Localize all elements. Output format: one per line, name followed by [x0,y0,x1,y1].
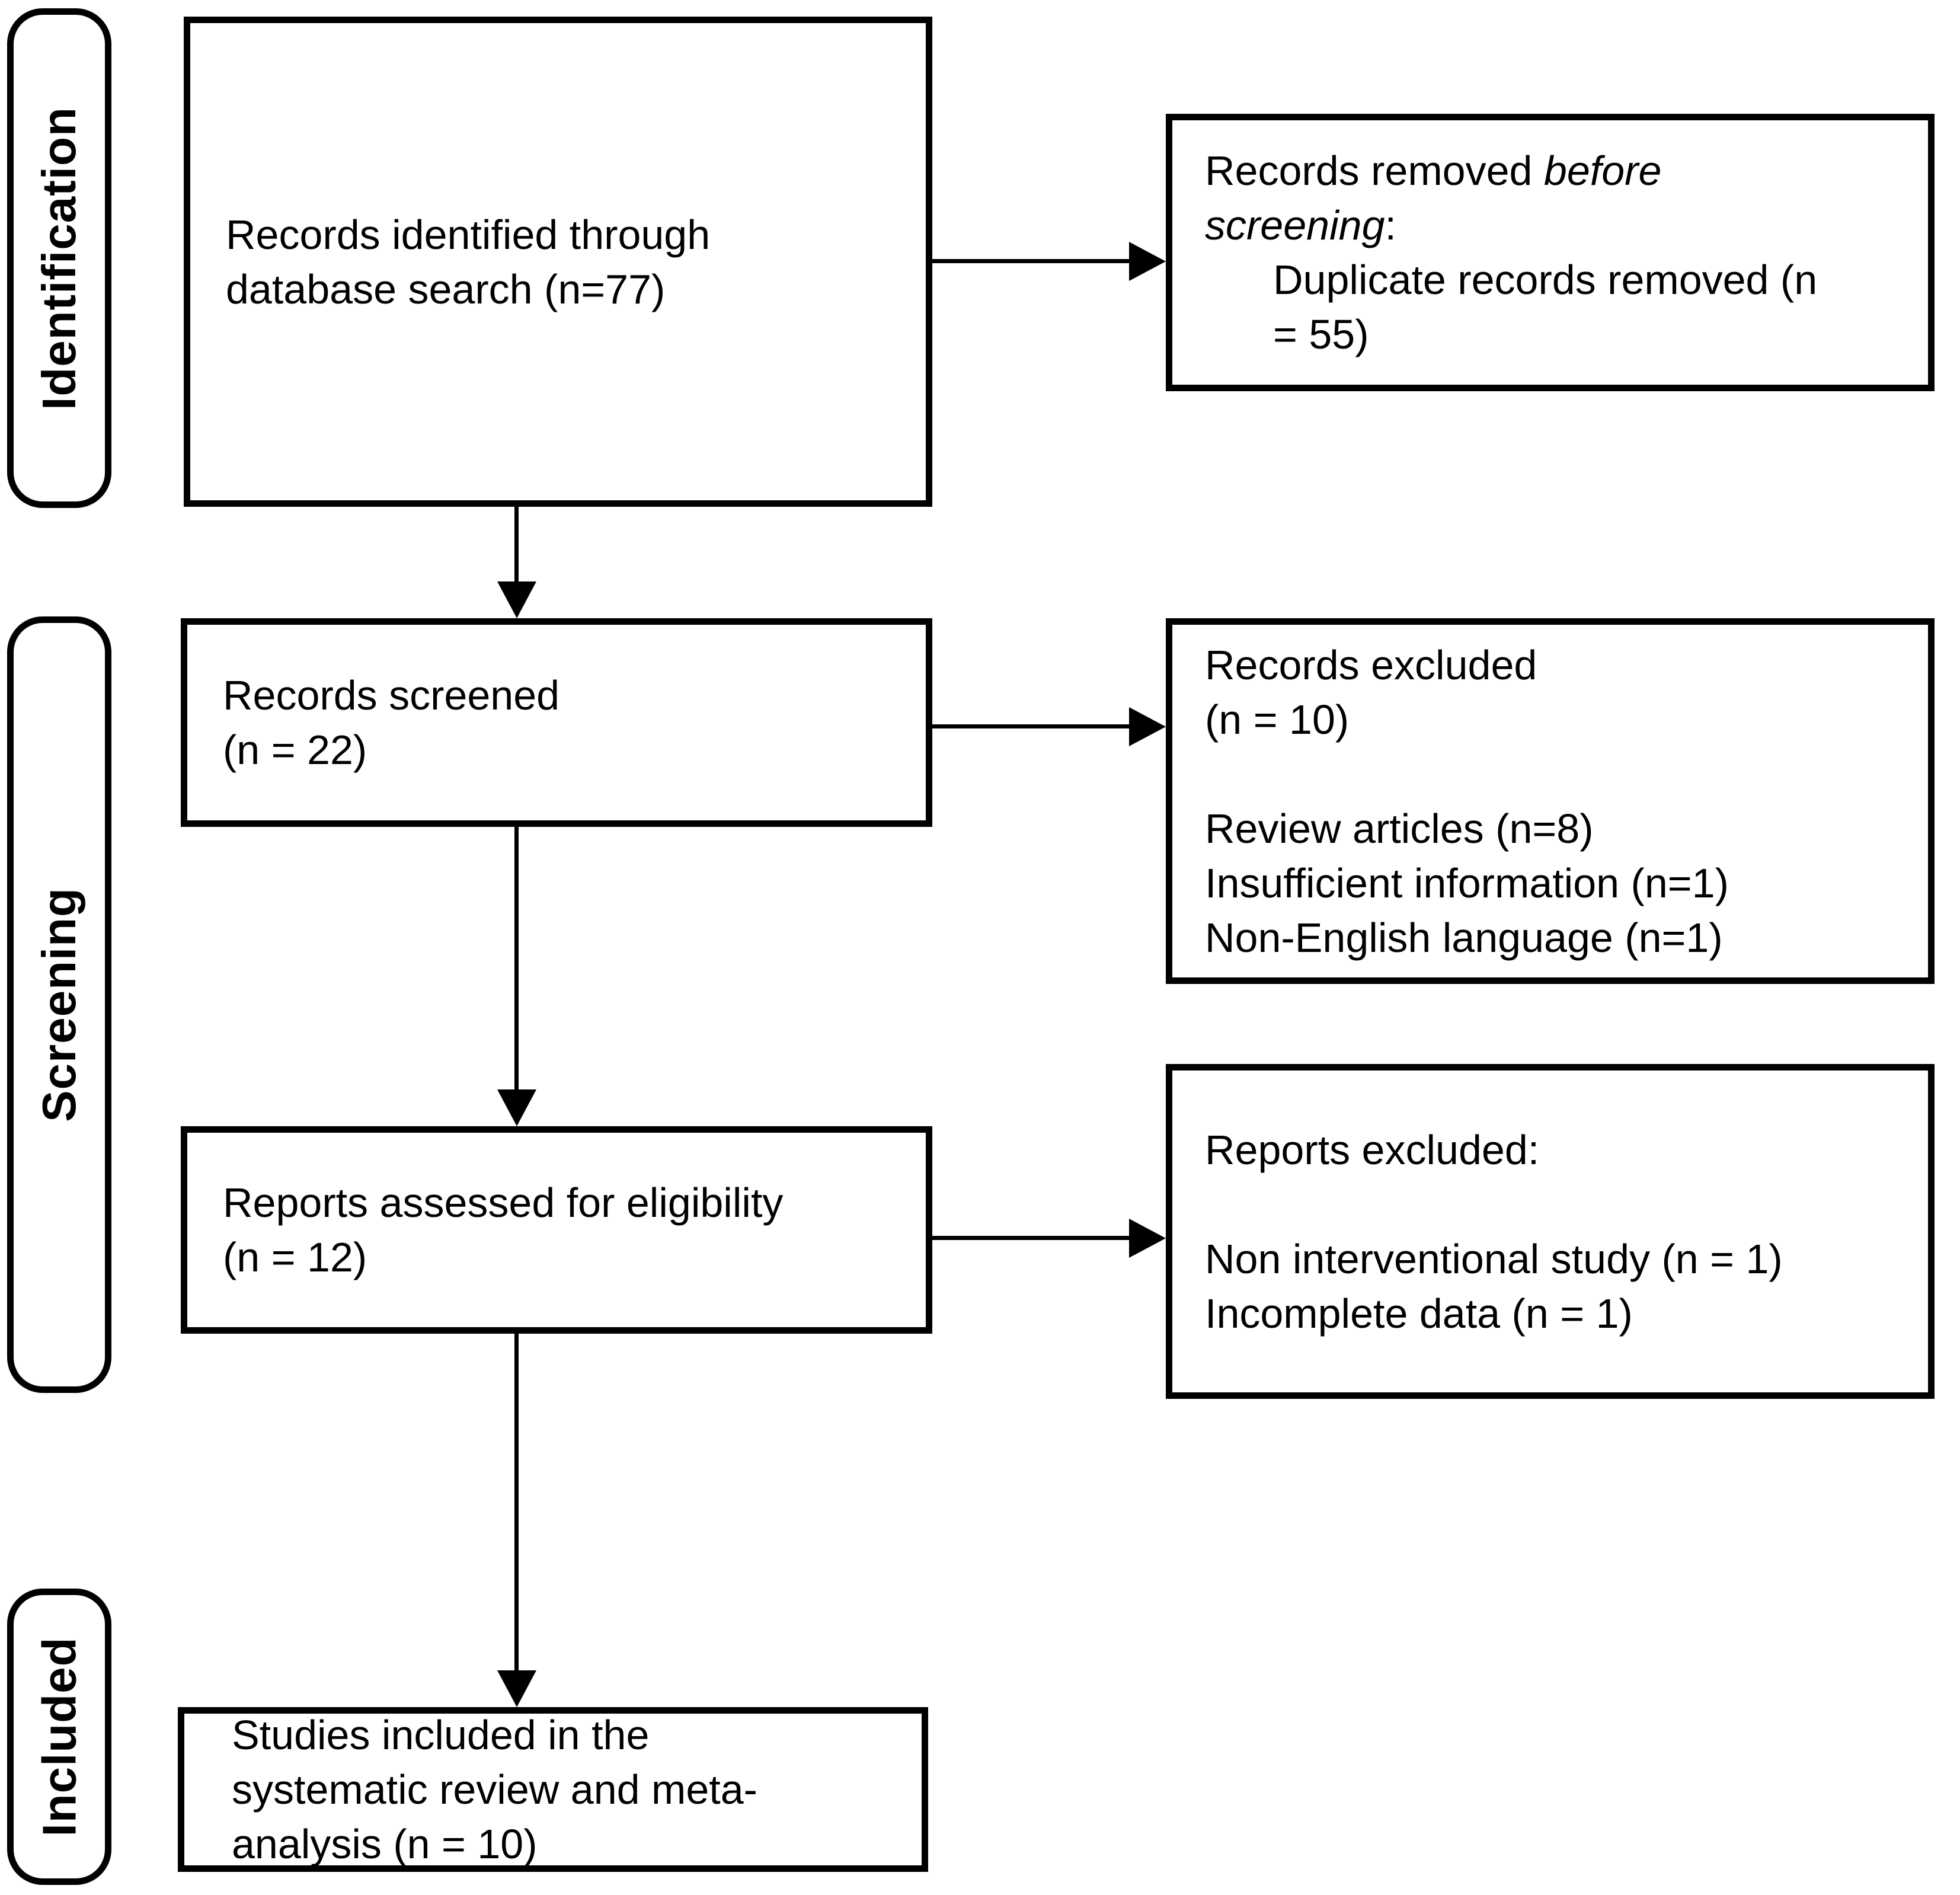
box-reports-assessed-line1: Reports assessed for eligibility [223,1180,784,1226]
box-records-removed-line1-italic: before [1543,148,1662,194]
box-reports-excluded-line3: Incomplete data (n = 1) [1205,1290,1633,1337]
box-records-excluded: Records excluded (n = 10) Review article… [1166,618,1935,984]
arrow-screened-to-assessed-line [514,827,519,1089]
arrow-identified-to-removed-head-icon [1129,242,1166,281]
box-reports-assessed: Reports assessed for eligibility (n = 12… [181,1126,932,1334]
box-studies-included-line3: analysis (n = 10) [232,1821,538,1867]
box-records-identified-line1: Records identified through [226,211,711,258]
arrow-screened-to-assessed-head-icon [497,1089,536,1126]
box-reports-excluded-spacer [1205,1177,1928,1232]
box-records-excluded-line1: Records excluded [1205,641,1537,688]
box-records-excluded-line4: Insufficient information (n=1) [1205,859,1729,906]
box-records-identified: Records identified through database sear… [184,17,932,507]
box-records-excluded-line2: (n = 10) [1205,696,1350,743]
box-studies-included: Studies included in the systematic revie… [178,1707,928,1872]
box-records-removed-line2-regular: : [1385,202,1396,248]
box-records-removed-line2-italic: screening [1205,202,1385,248]
stage-label-identification: Identification [7,8,111,508]
arrow-assessed-to-included-head-icon [497,1670,536,1707]
box-records-excluded-line3: Review articles (n=8) [1205,805,1594,852]
stage-label-included: Included [7,1589,111,1885]
box-records-removed-line2: screening: [1205,198,1928,253]
stage-label-identification-text: Identification [33,106,85,410]
arrow-assessed-to-excluded-head-icon [1129,1219,1166,1258]
box-reports-assessed-line2: (n = 12) [223,1234,367,1280]
arrow-identified-to-screened-line [514,507,519,581]
stage-label-screening-text: Screening [33,887,86,1122]
box-reports-excluded-line1: Reports excluded: [1205,1126,1540,1173]
box-records-excluded-spacer [1205,747,1928,801]
box-studies-included-line2: systematic review and meta- [232,1766,757,1813]
box-reports-excluded-line2: Non interventional study (n = 1) [1205,1235,1783,1282]
box-records-identified-line2: database search (n=77) [226,266,666,312]
box-records-removed-line1-regular: Records removed [1205,148,1544,194]
box-records-removed-line4: = 55) [1273,311,1369,357]
box-records-removed-line3: Duplicate records removed (n [1273,257,1818,303]
arrow-assessed-to-excluded-line [932,1236,1129,1240]
box-reports-excluded: Reports excluded: Non interventional stu… [1166,1064,1935,1399]
box-records-screened-line2: (n = 22) [223,727,367,773]
stage-label-included-text: Included [33,1637,85,1837]
arrow-assessed-to-included-line [514,1334,519,1670]
box-records-removed-line1: Records removed before [1205,143,1928,198]
box-records-screened: Records screened (n = 22) [181,618,932,827]
stage-label-screening: Screening [7,616,111,1393]
box-records-screened-line1: Records screened [223,672,560,718]
box-studies-included-line1: Studies included in the [232,1712,650,1758]
arrow-identified-to-screened-head-icon [497,581,536,618]
arrow-screened-to-excluded-head-icon [1129,707,1166,746]
arrow-screened-to-excluded-line [932,724,1129,728]
box-records-excluded-line5: Non-English language (n=1) [1205,914,1723,961]
box-records-removed: Records removed before screening: Duplic… [1166,114,1935,391]
arrow-identified-to-removed-line [932,259,1129,263]
